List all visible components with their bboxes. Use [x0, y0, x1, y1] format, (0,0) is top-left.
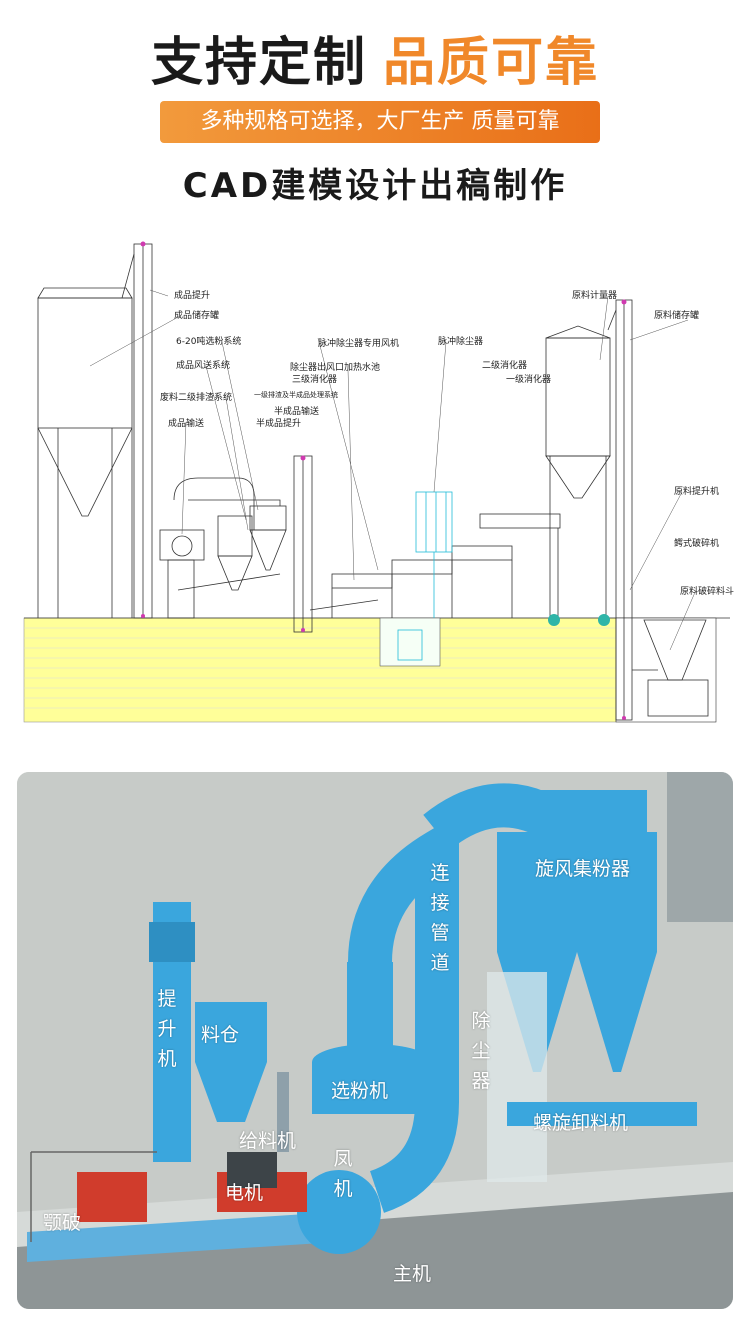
cad-label-chengpin-chucunguan: 成品储存罐: [174, 311, 220, 321]
cad-label-yuanliao-tisheng: 原料提升机: [674, 487, 720, 497]
photo-label-xuanfenji: 选粉机: [331, 1080, 389, 1102]
cad-label-chengpin-tisheng: 成品提升: [174, 291, 211, 301]
cad-label-yiji-xiaohua: 一级消化器: [506, 375, 552, 385]
photo-label-dianji: 电机: [225, 1182, 264, 1204]
cad-label-yuanliao-posuiliaodou: 原料破碎料斗: [680, 587, 735, 597]
photo-label-fengji: 凤机: [333, 1148, 353, 1200]
cad-label-maichong-fengji: 脉冲除尘器专用风机: [318, 339, 400, 349]
photo-label-chuchenqi: 除尘器: [471, 1010, 491, 1092]
cad-label-erji-xiaohua: 二级消化器: [482, 361, 528, 371]
cad-label-chuchen-jiare: 除尘器出风口加热水池: [290, 363, 381, 373]
photo-label-xuanfeng-jifenqi: 旋风集粉器: [535, 858, 631, 880]
cad-label-feiliao-paizha: 废料二级排渣系统: [160, 393, 233, 403]
cad-label-xuanfen-xitong: 6-20吨选粉系统: [176, 337, 242, 347]
cad-label-egshi-posui: 鳄式破碎机: [674, 539, 720, 549]
cad-label-banchengpin-shusong: 半成品输送: [274, 407, 320, 417]
photo-label-liaocang: 料仓: [201, 1024, 240, 1046]
photo-label-tishengji: 提升机: [157, 988, 177, 1070]
cad-label-yuanliao-chucun: 原料储存罐: [654, 311, 700, 321]
model-photo: 提升机 料仓 给料机 电机 颚破 凤机 主机 选粉机 连接管道 除尘器 旋风集粉…: [17, 772, 733, 1309]
subtitle: CAD建模设计出稿制作: [182, 166, 568, 206]
title-right: 品质可靠: [383, 33, 600, 93]
model-illustration: [17, 772, 733, 1309]
cad-label-chengpin-shusong: 成品输送: [168, 419, 205, 429]
page-title: 支持定制品质可靠: [0, 20, 750, 95]
banner: 多种规格可选择，大厂生产 质量可靠: [160, 101, 600, 143]
title-left: 支持定制: [150, 33, 367, 93]
cad-label-sanji-xiaohua: 三级消化器: [292, 375, 338, 385]
cad-label-maichong-chuchenqi: 脉冲除尘器: [438, 337, 484, 347]
cad-label-yuanliao-jiliang: 原料计量器: [572, 291, 618, 301]
photo-label-luoxuan-xieliaoji: 螺旋卸料机: [533, 1112, 629, 1134]
cad-label-yiji-paizha: 一级排渣及半成品处理系统: [254, 391, 338, 399]
photo-label-lianjie-guandao: 连接管道: [430, 862, 450, 974]
photo-label-epo: 颚破: [43, 1212, 82, 1234]
photo-label-zhuji: 主机: [393, 1263, 432, 1285]
cad-lines: [23, 241, 730, 723]
cad-label-fengsong-xitong: 成品风送系统: [176, 361, 231, 371]
cad-label-banchengpin-tisheng: 半成品提升: [256, 419, 302, 429]
cad-drawing: 成品提升 成品储存罐 6-20吨选粉系统 成品风送系统 废料二级排渣系统 成品输…: [18, 230, 734, 730]
photo-label-geiliaoji: 给料机: [239, 1130, 297, 1152]
